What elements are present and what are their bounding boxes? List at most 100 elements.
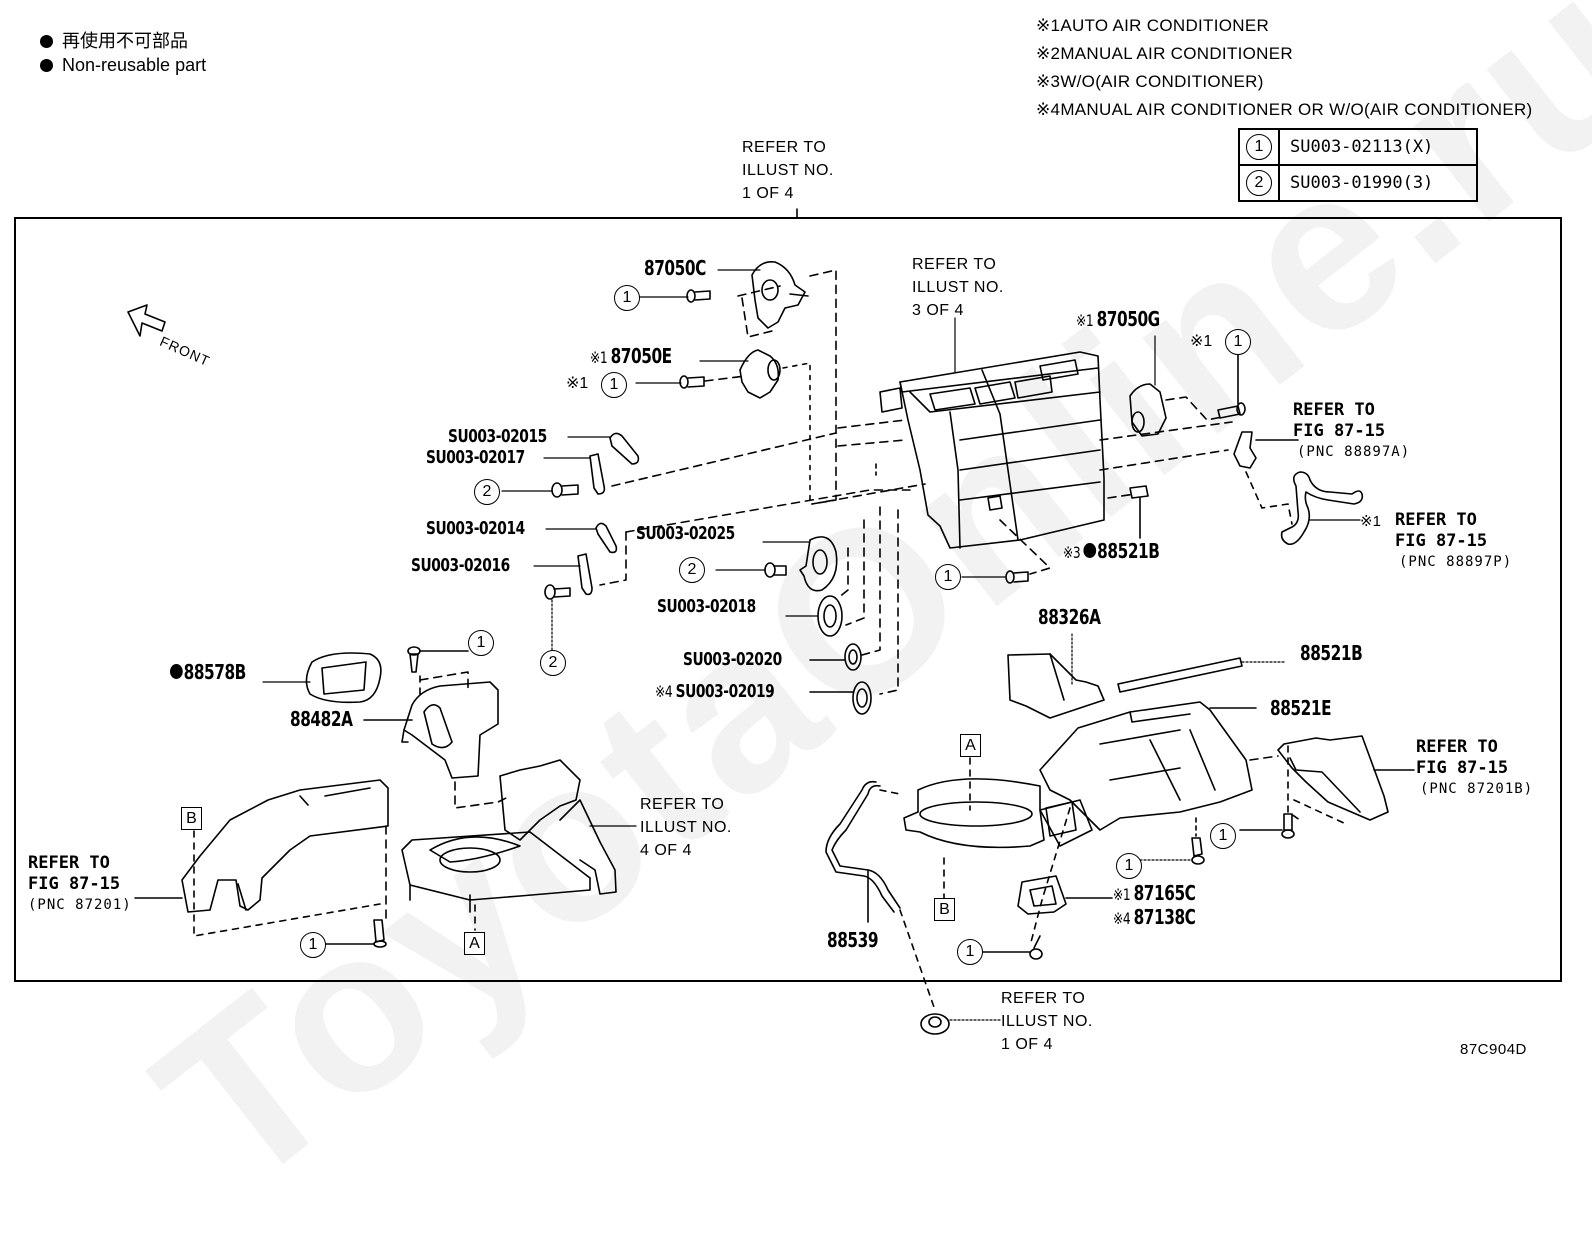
case-88521e-drawing [1039, 701, 1253, 831]
legend-english-text: Non-reusable part [62, 55, 207, 75]
assembly-line [899, 909, 936, 1011]
part-su003-02020[interactable]: SU003-02020 [683, 649, 782, 670]
callout-1[interactable]: 1 [1210, 823, 1236, 849]
assembly-line [837, 547, 849, 599]
part-87050c[interactable]: 87050C [644, 256, 706, 280]
part-label: 87138C [1133, 905, 1196, 929]
ref-line: 1 OF 4 [1001, 1036, 1053, 1053]
part-88521b[interactable]: 88521B [1300, 641, 1363, 665]
assembly-line [861, 506, 881, 656]
section-marker-a: A [464, 932, 485, 955]
ref-line: REFER TO [912, 256, 997, 273]
part-su003-02014[interactable]: SU003-02014 [426, 518, 525, 539]
part-label: SU003-02017 [426, 447, 525, 468]
ref-illust-1-top[interactable]: REFER TO ILLUST NO. 1 OF 4 [742, 136, 834, 205]
callout-2[interactable]: 2 [679, 557, 705, 583]
part-88539[interactable]: 88539 [827, 928, 879, 952]
ref-line: 1 OF 4 [742, 185, 794, 202]
part-su003-02015[interactable]: SU003-02015 [448, 426, 547, 447]
ref-illust-3[interactable]: REFER TO ILLUST NO. 3 OF 4 [912, 253, 1004, 322]
link-su003-02014-drawing [595, 522, 618, 554]
part-su003-02018[interactable]: SU003-02018 [657, 596, 756, 617]
ref-line: REFER TO [1395, 510, 1477, 530]
link-su003-02015-drawing [609, 432, 640, 465]
assembly-line [193, 830, 381, 937]
part-88482a[interactable]: 88482A [290, 707, 353, 731]
duct-88326a-drawing [1007, 653, 1105, 719]
callout-1[interactable]: 1 [1116, 853, 1142, 879]
screw-drawing [373, 919, 387, 948]
callout-number: 1 [1246, 134, 1272, 160]
part-su003-02017[interactable]: SU003-02017 [426, 447, 525, 468]
blower-case-right-drawing [903, 778, 1093, 849]
ref-fig-88897p[interactable]: REFER TO FIG 87-15 (PNC 88897P) [1395, 510, 1512, 573]
part-label: SU003-02019 [675, 681, 775, 702]
callout-part[interactable]: SU003-01990(3) [1278, 164, 1478, 202]
assembly-line [737, 285, 781, 297]
callout-2[interactable]: 2 [540, 650, 566, 676]
callout-1[interactable]: 1 [601, 372, 627, 398]
ref-illust-1-bottom[interactable]: REFER TO ILLUST NO. 1 OF 4 [1001, 987, 1093, 1056]
ref-fig-87201b[interactable]: REFER TO FIG 87-15 (PNC 87201B) [1416, 737, 1533, 800]
callout-1[interactable]: 1 [614, 285, 640, 311]
part-label: 87050C [644, 256, 706, 280]
part-88521e[interactable]: 88521E [1270, 696, 1332, 720]
callout-part[interactable]: SU003-02113(X) [1278, 128, 1478, 166]
callout-1[interactable]: 1 [957, 939, 983, 965]
ref-fig-88897a[interactable]: REFER TO FIG 87-15 (PNC 88897A) [1293, 400, 1410, 463]
part-mark: ※1 [1113, 885, 1131, 904]
part-mark: ※1 [590, 348, 608, 367]
ref-illust-4[interactable]: REFER TO ILLUST NO. 4 OF 4 [640, 793, 732, 862]
callout-mark: ※1 [1190, 333, 1213, 350]
callout-1[interactable]: 1 [1225, 329, 1251, 355]
legend-japanese-text: 再使用不可部品 [62, 31, 188, 51]
ref-line: REFER TO [742, 139, 827, 156]
ref-line: ILLUST NO. [912, 279, 1004, 296]
note-text: W/O(AIR CONDITIONER) [1060, 72, 1264, 91]
assembly-line [845, 519, 865, 626]
part-su003-02016[interactable]: SU003-02016 [411, 555, 510, 576]
callout-1[interactable]: 1 [468, 630, 494, 656]
callout-1[interactable]: 1 [300, 932, 326, 958]
part-label: 87165C [1133, 881, 1196, 905]
assembly-line [837, 419, 906, 429]
heater-housing-drawing [879, 351, 1105, 549]
part-label: 87050E [610, 344, 673, 368]
part-label: SU003-02018 [657, 596, 756, 617]
cam-su003-02025-drawing [799, 536, 838, 592]
non-reusable-icon [170, 664, 183, 679]
ref-line: FIG 87-15 [1293, 421, 1386, 441]
assembly-line [419, 671, 469, 689]
drawing-id: 87C904D [1460, 1041, 1527, 1058]
ref-fig-87201[interactable]: REFER TO FIG 87-15 (PNC 87201) [28, 853, 132, 916]
part-label: 88482A [290, 707, 353, 731]
gear-su003-02019-drawing [852, 681, 872, 715]
duct-88482a-drawing [401, 681, 499, 779]
ref-pnc: (PNC 87201B) [1420, 781, 1534, 797]
assembly-line [809, 269, 837, 505]
filled-circle-icon [40, 59, 53, 72]
actuator-87050g-drawing [1129, 383, 1167, 437]
screw-drawing [764, 562, 787, 578]
blower-case-drawing [401, 759, 617, 913]
part-88578b[interactable]: 88578B [170, 660, 246, 684]
ref-line: FIG 87-15 [1416, 758, 1509, 778]
screw-drawing [1217, 402, 1246, 419]
part-su003-02025[interactable]: SU003-02025 [636, 523, 735, 544]
sensor-drawing [1233, 431, 1257, 469]
callout-2[interactable]: 2 [474, 479, 500, 505]
part-label: 88521E [1270, 696, 1332, 720]
callout-1[interactable]: 1 [935, 564, 961, 590]
actuator-87050c-drawing [751, 260, 809, 329]
part-88326a[interactable]: 88326A [1038, 605, 1101, 629]
legend-japanese: 再使用不可部品 [40, 29, 188, 53]
callout-number: 2 [1246, 170, 1272, 196]
screw-drawing [1191, 837, 1205, 865]
notes-list: ※1AUTO AIR CONDITIONER ※2MANUAL AIR COND… [1036, 12, 1533, 124]
